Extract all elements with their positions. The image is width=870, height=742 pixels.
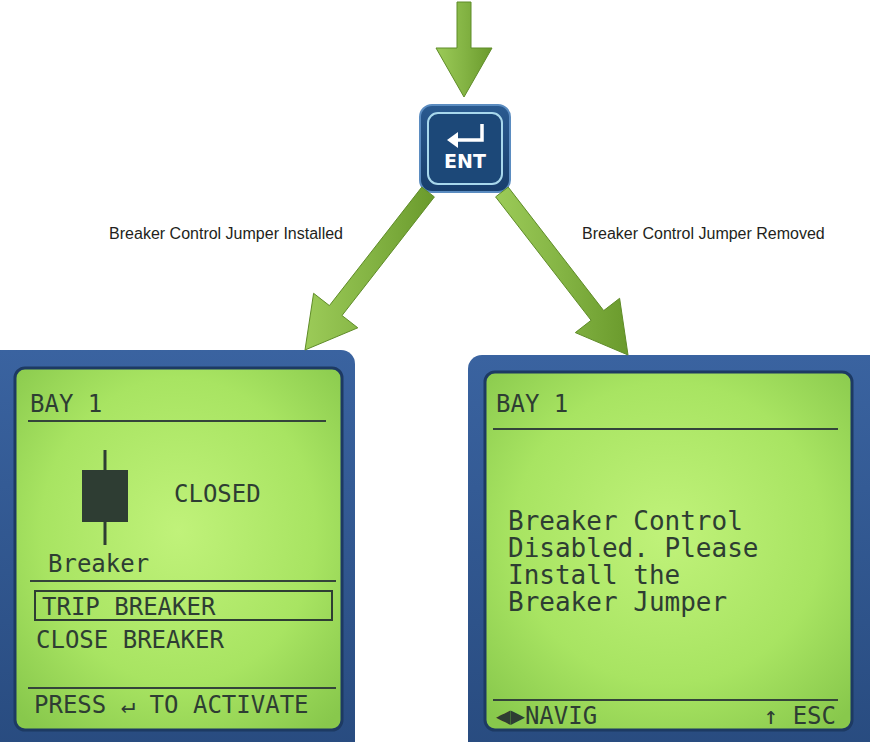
text-slot: BAY 1 bbox=[30, 392, 160, 416]
separator-line bbox=[30, 580, 336, 582]
lcd-screen: BAY 1 CLOSED BreakerCLOSE BREAKER PRESS ↵ T… bbox=[0, 350, 355, 742]
text-slot: ◀▶NAVIG bbox=[496, 704, 646, 728]
text-slot: TRIP BREAKER bbox=[42, 594, 327, 620]
separator-line bbox=[493, 428, 838, 430]
screen-heading: BAY 1 bbox=[496, 392, 568, 416]
flow-arrow bbox=[305, 187, 434, 350]
breaker-state: CLOSED bbox=[174, 482, 261, 506]
lcd-panel bbox=[485, 372, 852, 730]
lcd-panel bbox=[15, 368, 342, 730]
text-slot: BAY 1 bbox=[496, 392, 626, 416]
text-slot: Breaker bbox=[48, 552, 198, 576]
enter-symbol-head bbox=[447, 132, 458, 148]
text-slot: Breaker Control Jumper Installed bbox=[40, 224, 343, 244]
key-label: ENT bbox=[444, 150, 486, 172]
down-arrow bbox=[436, 2, 492, 97]
edge-label: Breaker Control Jumper Removed bbox=[582, 224, 825, 244]
text-slot: Breaker Control Disabled. Please Install… bbox=[508, 508, 781, 616]
screen-bezel bbox=[0, 350, 355, 742]
text-slot: CLOSED bbox=[174, 482, 324, 506]
lcd-screen: BAY 1 Breaker Control Disabled. Please In… bbox=[468, 355, 870, 742]
enter-symbol bbox=[456, 124, 482, 140]
message-text: Breaker Control Disabled. Please Install… bbox=[508, 508, 781, 616]
screen-bezel bbox=[468, 355, 870, 742]
enter-key: ENT bbox=[420, 105, 510, 192]
key-body bbox=[420, 105, 510, 192]
text-slot: PRESS ↵ TO ACTIVATE bbox=[34, 693, 336, 717]
text-slot: ↑ ESC bbox=[750, 704, 836, 728]
status-hint: PRESS ↵ TO ACTIVATE bbox=[34, 693, 309, 717]
screen-heading: BAY 1 bbox=[30, 392, 102, 416]
escape-hint: ↑ ESC bbox=[764, 704, 836, 728]
menu-option: TRIP BREAKER bbox=[42, 594, 215, 620]
edge-label: Breaker Control Jumper Installed bbox=[109, 224, 343, 244]
text-slot: Breaker Control Jumper Removed bbox=[582, 224, 864, 244]
separator-line bbox=[28, 420, 326, 422]
selected-option: TRIP BREAKER bbox=[34, 590, 333, 621]
separator-line bbox=[493, 699, 838, 701]
flow-arrow bbox=[496, 187, 628, 355]
symbol-caption: Breaker bbox=[48, 552, 149, 576]
text-slot: CLOSE BREAKER bbox=[36, 628, 332, 652]
separator-line bbox=[28, 687, 336, 689]
breaker-symbol bbox=[82, 470, 128, 522]
text-slot: ENT bbox=[420, 150, 510, 173]
menu-option: CLOSE BREAKER bbox=[36, 628, 224, 652]
navigation-hint: ◀▶NAVIG bbox=[496, 704, 597, 728]
key-face bbox=[428, 113, 502, 184]
